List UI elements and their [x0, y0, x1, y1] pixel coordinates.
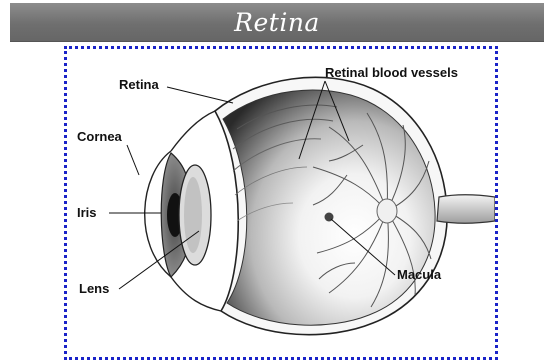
- lens: [179, 165, 211, 265]
- label-lens: Lens: [79, 281, 109, 296]
- label-iris: Iris: [77, 205, 97, 220]
- label-cornea: Cornea: [77, 129, 123, 144]
- eye-diagram: Retina Retinal blood vessels Cornea Iris…: [67, 49, 495, 357]
- optic-nerve: [437, 195, 495, 224]
- page-title: Retina: [234, 8, 320, 37]
- label-macula: Macula: [397, 267, 442, 282]
- diagram-frame: Retina Retinal blood vessels Cornea Iris…: [64, 46, 498, 360]
- title-bar: Retina: [10, 3, 544, 42]
- optic-disc: [377, 199, 397, 223]
- label-retina: Retina: [119, 77, 160, 92]
- label-retinal-blood-vessels: Retinal blood vessels: [325, 65, 458, 80]
